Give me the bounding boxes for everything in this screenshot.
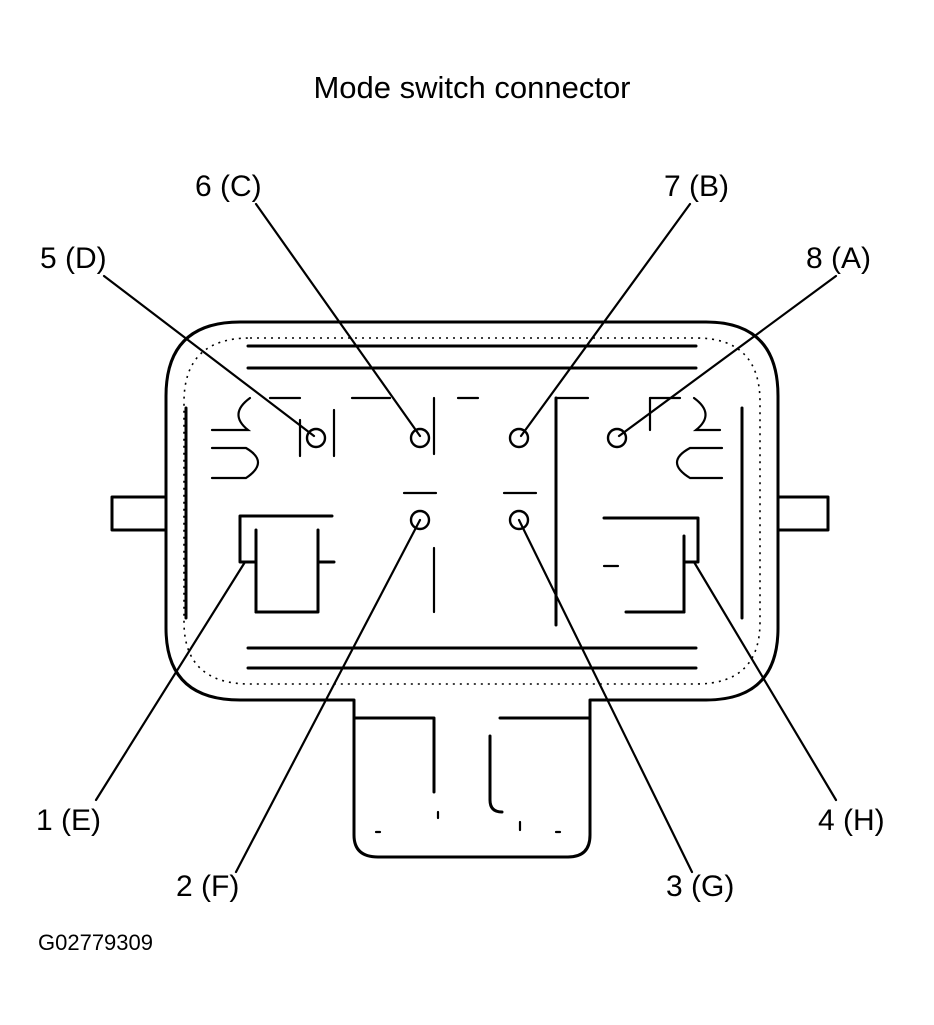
leader-4-h: [692, 560, 838, 802]
pin-6-cavity: [409, 427, 431, 449]
leader-2-f: [234, 518, 422, 874]
label-terminal-3-g: 3 (G): [666, 870, 734, 903]
connector-housing: [110, 320, 830, 859]
leader-5-d: [102, 274, 316, 438]
leader-7-b: [519, 202, 692, 438]
leader-1-e: [94, 560, 247, 802]
leader-lines: [94, 202, 838, 874]
pin-cavities: [305, 427, 628, 531]
label-terminal-7-b: 7 (B): [664, 170, 729, 203]
figure-id: G02779309: [38, 930, 153, 955]
label-terminal-1-e: 1 (E): [36, 804, 101, 837]
label-terminal-5-d: 5 (D): [40, 242, 107, 275]
label-terminal-2-f: 2 (F): [176, 870, 239, 903]
diagram-title: Mode switch connector: [313, 70, 630, 105]
label-terminal-6-c: 6 (C): [195, 170, 262, 203]
terminal-labels: 5 (D) 6 (C) 7 (B) 8 (A) 1 (E) 4 (H) 2 (F…: [36, 170, 885, 903]
leader-3-g: [517, 518, 694, 874]
leader-6-c: [254, 202, 422, 438]
label-terminal-8-a: 8 (A): [806, 242, 871, 275]
label-terminal-4-h: 4 (H): [818, 804, 885, 837]
leader-8-a: [617, 274, 838, 438]
